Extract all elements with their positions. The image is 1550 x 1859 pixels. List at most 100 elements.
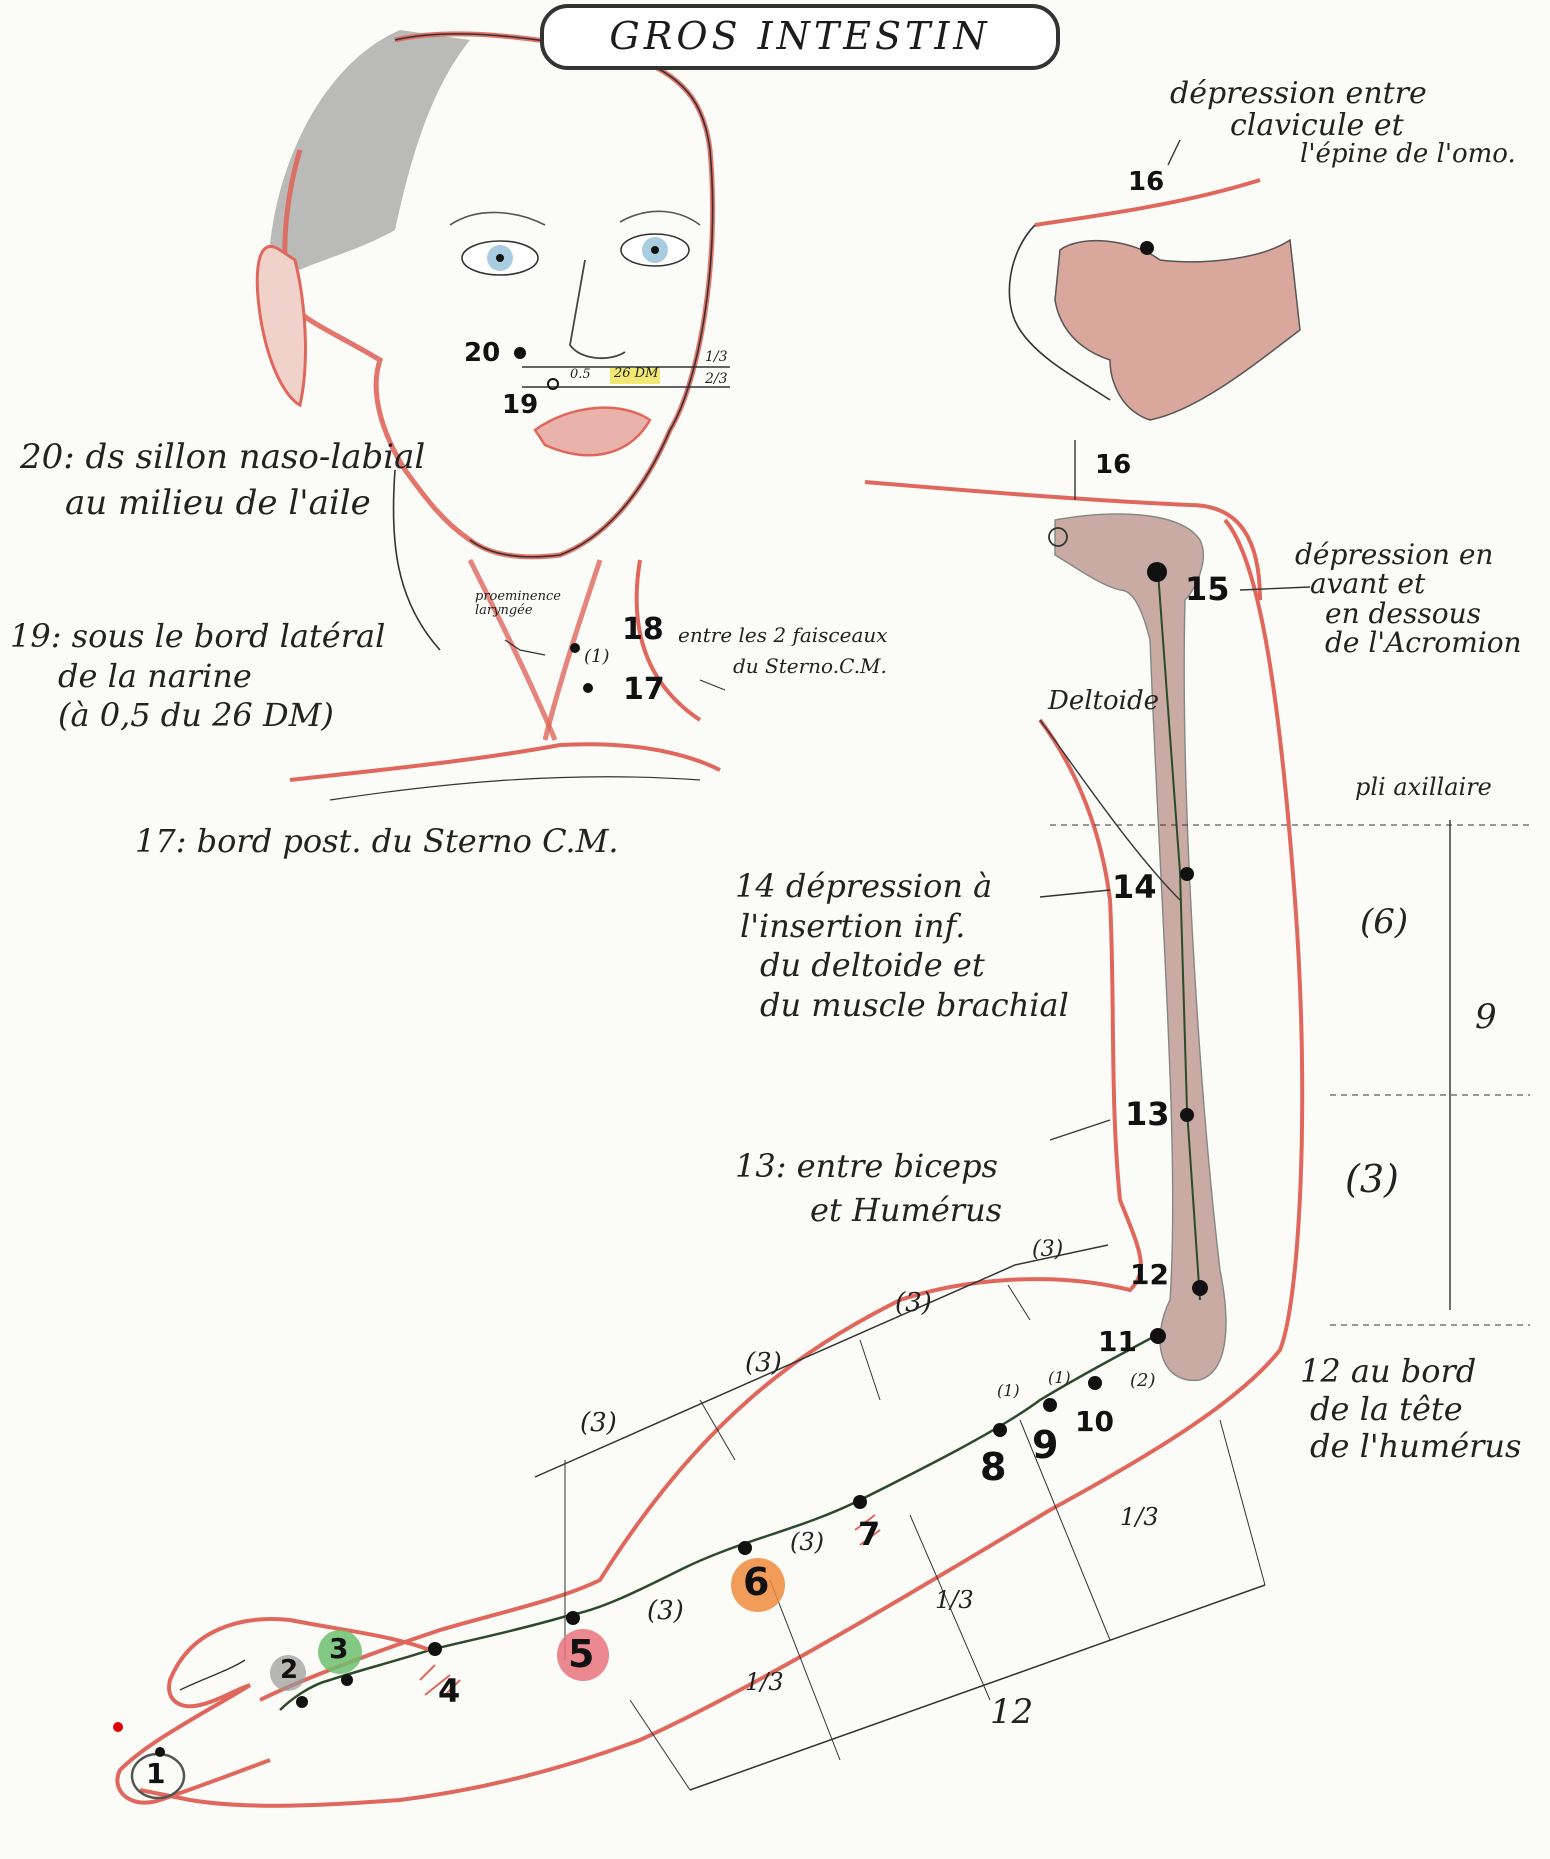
point-12-dot <box>1192 1280 1208 1296</box>
point-14-dot <box>1180 867 1194 881</box>
note-13-line-2: et Humérus <box>810 1194 1002 1228</box>
note-18-line-1: entre les 2 faisceaux <box>678 625 888 646</box>
nose <box>570 260 625 358</box>
right-brow <box>620 211 700 225</box>
point-4-dot <box>428 1642 442 1656</box>
note-20: 20: ds sillon naso-labial au milieu de l… <box>20 440 425 521</box>
note-12: 12 au bord de la tête de l'humérus <box>1300 1355 1521 1464</box>
measure-9: 9 <box>1475 1000 1497 1036</box>
face-frac-1: 1/3 <box>705 350 728 365</box>
note-proeminence: proeminence laryngée <box>475 590 561 617</box>
note-20-line-2: au milieu de l'aile <box>65 486 425 522</box>
point-2-dot <box>296 1696 308 1708</box>
point-18-label: 18 <box>622 612 664 647</box>
ear <box>257 246 305 405</box>
neck-one-label: (1) <box>584 648 610 667</box>
pli-axillaire-label: pli axillaire <box>1355 775 1492 800</box>
measure-fore-4: (3) <box>1032 1238 1063 1261</box>
measure-fore-1: (3) <box>580 1410 617 1437</box>
scapula-shape <box>1055 240 1300 420</box>
point-16-label-arm: 16 <box>1095 450 1131 480</box>
thumb <box>180 1660 245 1690</box>
note-12-line-1: 12 au bord <box>1300 1355 1521 1389</box>
proeminence-line-1: proeminence <box>475 590 561 604</box>
left-brow <box>450 212 545 225</box>
point-20-dot <box>514 347 526 359</box>
point-15-dot <box>1147 562 1167 582</box>
note-16-line-2: clavicule et <box>1230 110 1516 142</box>
measure-3-upper: (3) <box>1345 1160 1399 1200</box>
n18-pointer <box>700 680 725 690</box>
point-10-label: 10 <box>1075 1405 1114 1438</box>
measure-third-b: 1/3 <box>935 1588 974 1613</box>
point-7-label: 7 <box>858 1515 880 1553</box>
point-7-dot <box>853 1495 867 1509</box>
face-26dm-label: 26 DM <box>614 367 658 381</box>
note-15-line-4: de l'Acromion <box>1325 628 1522 657</box>
point-12-label: 12 <box>1130 1258 1169 1291</box>
point-13-dot <box>1180 1108 1194 1122</box>
point-8-dot <box>993 1423 1007 1437</box>
note-16-line-3: l'épine de l'omo. <box>1300 141 1516 168</box>
point-17-dot <box>583 683 593 693</box>
measure-fore-3: (3) <box>895 1290 932 1317</box>
mouth <box>535 408 650 456</box>
note-14-line-4: du muscle brachial <box>760 989 1069 1023</box>
note-19-line-1: 19: sous le bord latéral <box>10 620 385 654</box>
measure-twelve: 12 <box>990 1695 1033 1731</box>
point-16-detail-dot <box>1140 241 1154 255</box>
p13-arrow <box>1050 1120 1110 1140</box>
arm-inner <box>260 720 1141 1700</box>
point-8-label: 8 <box>980 1445 1006 1489</box>
measure-left-end <box>630 1700 690 1790</box>
note-13-line-1: 13: entre biceps <box>735 1150 1002 1184</box>
measure-one-a: (1) <box>997 1383 1020 1400</box>
shoulder-base <box>290 744 720 780</box>
note-15-line-3: en dessous <box>1325 599 1522 628</box>
note-18-line-2: du Sterno.C.M. <box>733 656 888 677</box>
point-4-label: 4 <box>438 1672 460 1710</box>
point-9-dot <box>1043 1398 1057 1412</box>
point-17-label: 17 <box>623 672 665 707</box>
scm-left <box>470 560 555 740</box>
measure-tick-c <box>860 1340 880 1400</box>
note-15-line-2: avant et <box>1310 569 1522 598</box>
point-13-label: 13 <box>1125 1095 1170 1133</box>
point-5-label: 5 <box>568 1632 594 1676</box>
face-inline-label: 0.5 <box>570 368 591 382</box>
point-20-label: 20 <box>464 338 500 368</box>
measure-two: (2) <box>1130 1372 1156 1391</box>
note-13: 13: entre biceps et Humérus <box>735 1150 1002 1227</box>
note-16-line-1: dépression entre <box>1170 78 1516 110</box>
measure-fore-6: (3) <box>790 1530 824 1555</box>
measure-fore-2: (3) <box>745 1350 782 1377</box>
page-title: GROS INTESTIN <box>544 14 1056 58</box>
shoulder-base-line <box>330 777 700 800</box>
note-19-line-2: de la narine <box>58 660 385 694</box>
point-18-dot <box>570 643 580 653</box>
note-18: entre les 2 faisceaux du Sterno.C.M. <box>678 625 888 677</box>
note-16: dépression entre clavicule et l'épine de… <box>1170 78 1516 168</box>
point-10-dot <box>1088 1376 1102 1390</box>
note-19: 19: sous le bord latéral de la narine (à… <box>10 620 385 733</box>
point-19-label: 19 <box>502 390 538 420</box>
point-5-dot <box>566 1611 580 1625</box>
note-12-line-2: de la tête <box>1310 1393 1521 1427</box>
point-11-dot <box>1150 1328 1166 1344</box>
right-pupil <box>651 246 659 254</box>
point-14-label: 14 <box>1112 868 1157 906</box>
point-2-label: 2 <box>280 1655 298 1685</box>
note-14-line-1: 14 dépression à <box>735 870 1069 904</box>
measure-tick-d <box>1008 1285 1030 1320</box>
measure-one-b: (1) <box>1048 1370 1071 1387</box>
point-1-dot <box>155 1747 165 1757</box>
face-line <box>395 34 713 557</box>
note-17: 17: bord post. du Sterno C.M. <box>135 825 619 859</box>
measure-right-end <box>1220 1420 1265 1585</box>
note-20-line-1: 20: ds sillon naso-labial <box>20 440 425 476</box>
note-14-line-2: l'insertion inf. <box>740 910 1069 944</box>
proeminence-line-2: laryngée <box>475 604 561 618</box>
title-box: GROS INTESTIN <box>540 4 1060 70</box>
point-6-label: 6 <box>743 1560 769 1604</box>
note-19-line-3: (à 0,5 du 26 DM) <box>58 699 385 733</box>
